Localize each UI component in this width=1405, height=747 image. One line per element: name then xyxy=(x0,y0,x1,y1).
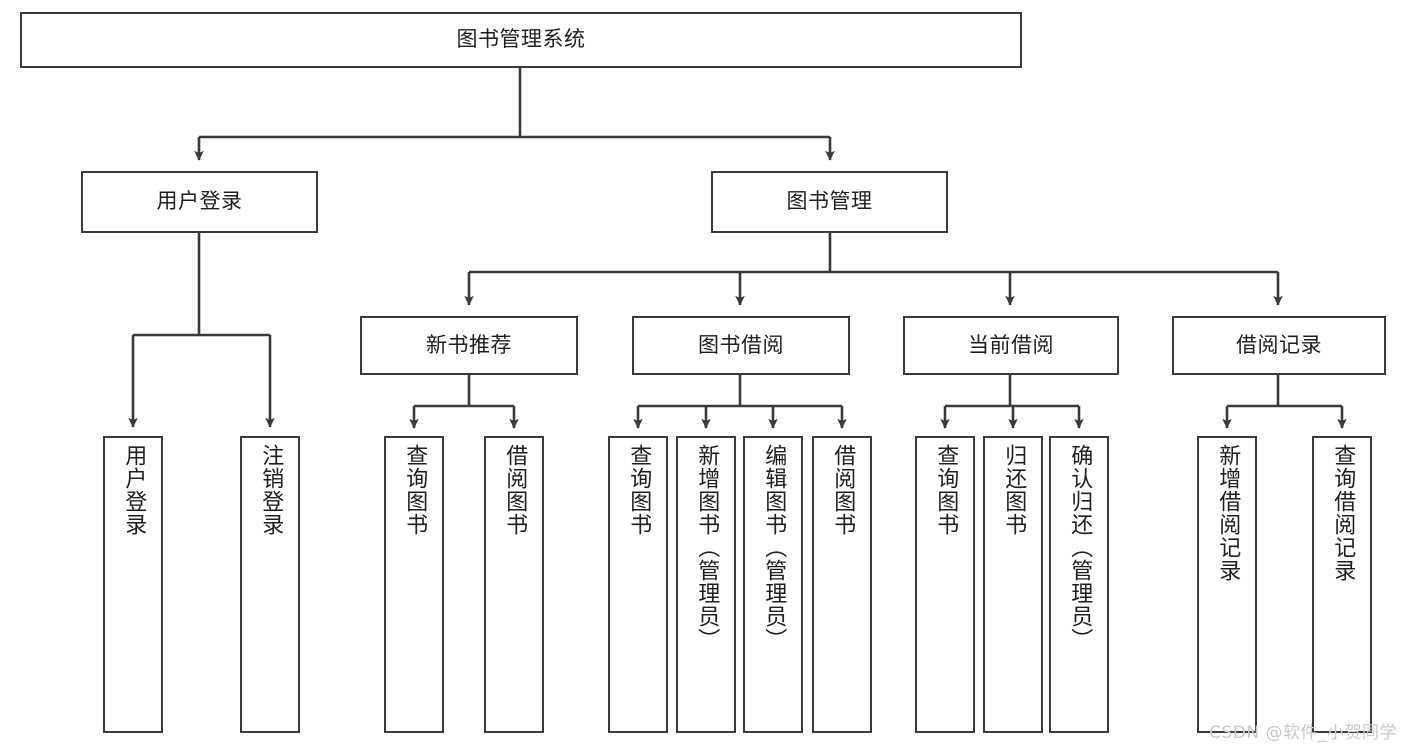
node-label: 借阅记录 xyxy=(1236,332,1322,357)
node-label: 查询图书 xyxy=(402,444,428,536)
node-label: 新增图书（管理员） xyxy=(694,444,720,651)
node-label: 图书借阅 xyxy=(698,332,784,357)
node-label: 新增借阅记录 xyxy=(1215,444,1241,582)
node-label: 图书管理系统 xyxy=(456,27,586,52)
node-book-management[interactable]: 图书管理 xyxy=(711,171,948,233)
node-book-borrow[interactable]: 图书借阅 xyxy=(632,316,850,375)
leaf-book-borrow-edit-book-admin[interactable]: 编辑图书（管理员） xyxy=(743,436,803,733)
node-label: 查询借阅记录 xyxy=(1330,444,1356,582)
node-label: 新书推荐 xyxy=(426,332,512,357)
leaf-borrow-record-add-record[interactable]: 新增借阅记录 xyxy=(1197,436,1257,733)
leaf-current-borrow-return-book[interactable]: 归还图书 xyxy=(983,436,1043,733)
node-new-book-recommend[interactable]: 新书推荐 xyxy=(360,316,578,375)
node-label: 归还图书 xyxy=(1001,444,1027,536)
leaf-current-borrow-confirm-return-admin[interactable]: 确认归还（管理员） xyxy=(1049,436,1109,733)
node-label: 当前借阅 xyxy=(968,332,1054,357)
leaf-new-book-query-book[interactable]: 查询图书 xyxy=(384,436,444,733)
leaf-borrow-record-query-record[interactable]: 查询借阅记录 xyxy=(1312,436,1372,733)
node-label: 编辑图书（管理员） xyxy=(761,444,787,651)
node-label: 用户登录 xyxy=(156,189,243,214)
leaf-user-login-signin[interactable]: 用户登录 xyxy=(103,436,163,733)
node-root-book-management-system[interactable]: 图书管理系统 xyxy=(20,12,1022,68)
leaf-current-borrow-query-book[interactable]: 查询图书 xyxy=(915,436,975,733)
node-label: 查询图书 xyxy=(626,444,652,536)
node-label: 借阅图书 xyxy=(830,444,856,536)
node-current-borrow[interactable]: 当前借阅 xyxy=(903,316,1119,375)
node-label: 确认归还（管理员） xyxy=(1067,444,1093,651)
leaf-user-login-signout[interactable]: 注销登录 xyxy=(240,436,300,733)
node-label: 查询图书 xyxy=(933,444,959,536)
leaf-book-borrow-add-book-admin[interactable]: 新增图书（管理员） xyxy=(676,436,736,733)
node-user-login[interactable]: 用户登录 xyxy=(81,171,318,233)
leaf-book-borrow-borrow-book[interactable]: 借阅图书 xyxy=(812,436,872,733)
node-label: 用户登录 xyxy=(121,444,147,536)
node-label: 注销登录 xyxy=(258,444,284,536)
node-label: 借阅图书 xyxy=(502,444,528,536)
csdn-watermark: CSDN @软件_小贺同学 xyxy=(1209,723,1397,743)
node-label: 图书管理 xyxy=(786,189,873,214)
leaf-new-book-borrow-book[interactable]: 借阅图书 xyxy=(484,436,544,733)
node-borrow-record[interactable]: 借阅记录 xyxy=(1172,316,1386,375)
leaf-book-borrow-query-book[interactable]: 查询图书 xyxy=(608,436,668,733)
